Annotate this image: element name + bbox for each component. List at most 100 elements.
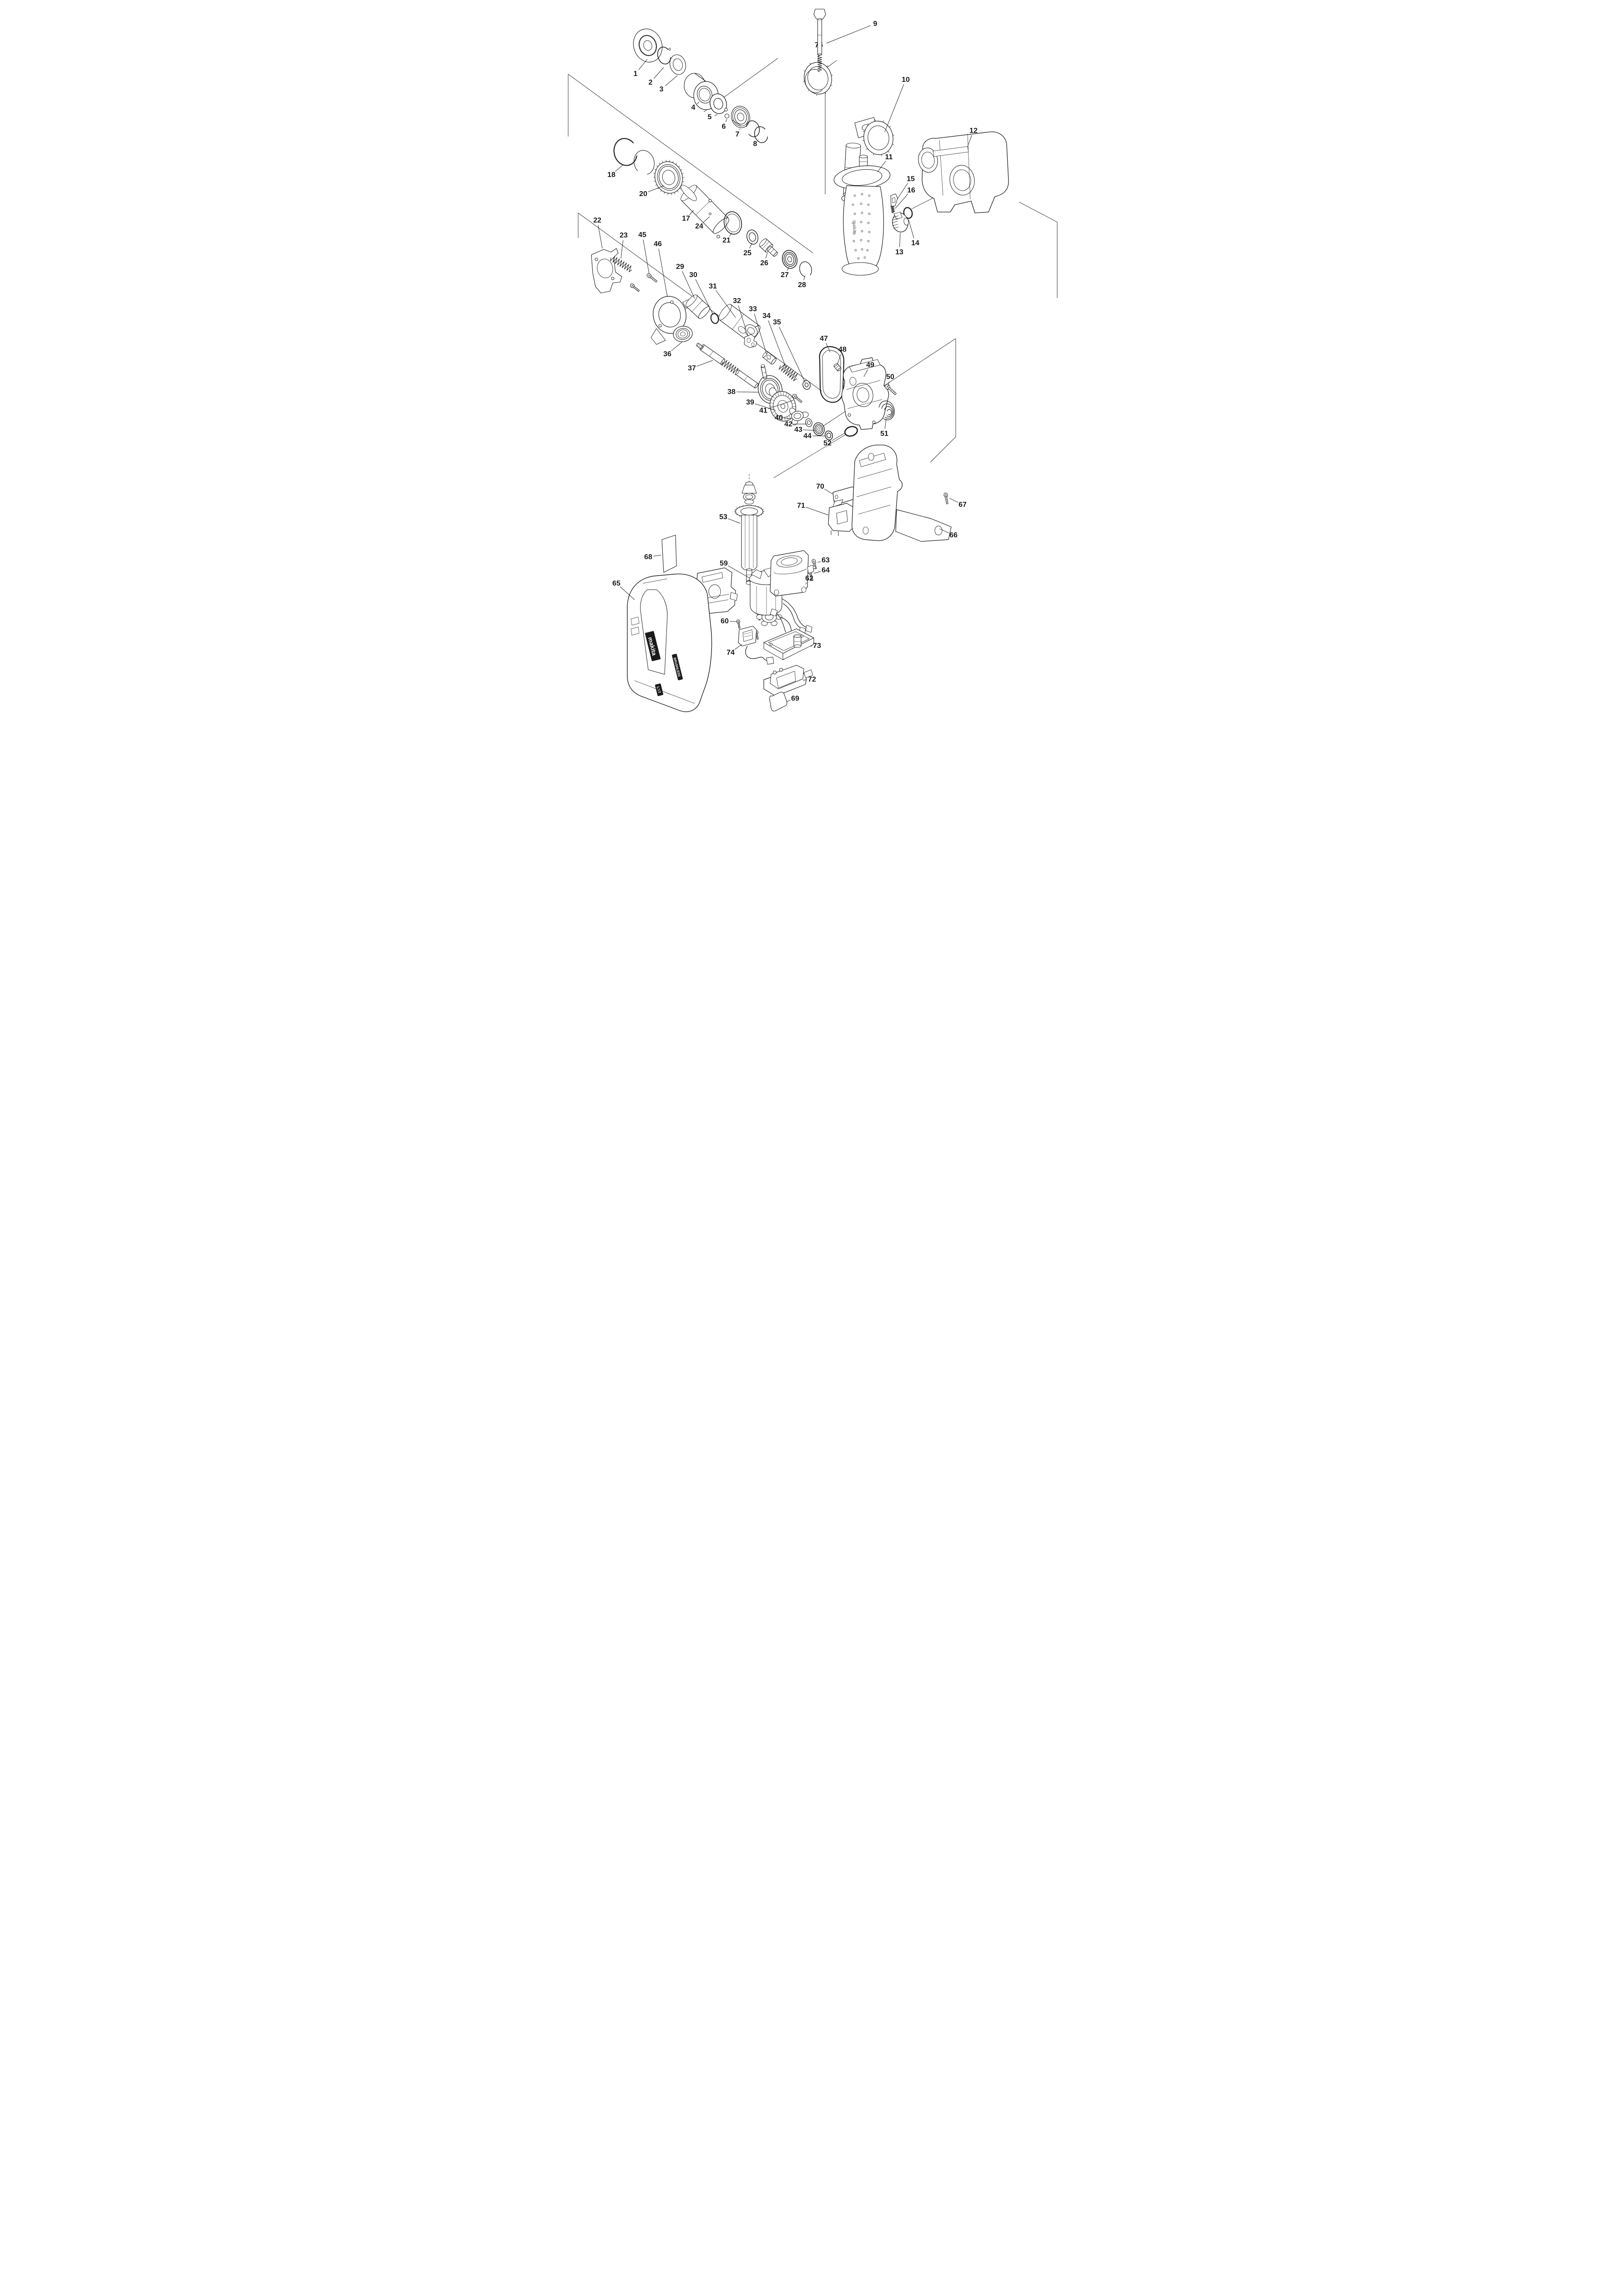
leader-line-41 xyxy=(768,400,793,409)
part-number-label-17: 17 xyxy=(682,215,690,222)
part-37: 37 xyxy=(688,343,759,389)
part-28: 28 xyxy=(798,261,812,289)
leader-line-23 xyxy=(620,240,624,259)
part-7: 7 xyxy=(731,106,750,138)
leader-line-9 xyxy=(826,25,871,44)
part-number-label-53: 53 xyxy=(719,513,727,521)
part-number-label-26: 26 xyxy=(760,259,768,267)
leader-line-17 xyxy=(689,210,694,215)
part-number-label-5: 5 xyxy=(708,113,712,121)
part-74: 74 xyxy=(726,626,774,665)
leader-line-28 xyxy=(803,275,806,280)
leader-line-22 xyxy=(598,225,603,249)
part-43: 43 xyxy=(794,422,825,436)
part-number-label-28: 28 xyxy=(798,281,806,289)
leader-line-74 xyxy=(734,644,742,650)
leader-line-2 xyxy=(653,67,664,79)
part-50: 50 xyxy=(885,373,897,395)
part-9: 9 xyxy=(813,9,878,72)
part-3: 3 xyxy=(660,54,686,93)
part-number-label-42: 42 xyxy=(784,420,792,428)
leader-line-34 xyxy=(768,320,786,367)
part-42: 42 xyxy=(784,418,812,428)
part-number-label-11: 11 xyxy=(885,153,893,161)
part-number-label-72: 72 xyxy=(808,676,816,683)
leader-line-64 xyxy=(813,571,821,574)
leader-line-29 xyxy=(682,271,695,299)
part-18: 18 xyxy=(607,138,655,179)
part-number-label-60: 60 xyxy=(721,617,729,625)
part-number-label-15: 15 xyxy=(907,175,915,183)
part-31: 31 xyxy=(709,283,761,342)
part-number-label-7: 7 xyxy=(736,131,740,138)
part-number-label-31: 31 xyxy=(709,283,717,290)
leader-line-47 xyxy=(826,343,831,353)
part-67: 67 xyxy=(943,492,967,509)
part-number-label-52: 52 xyxy=(823,440,832,447)
phantom-line xyxy=(930,436,956,463)
part-number-label-30: 30 xyxy=(689,271,697,279)
leader-line-70 xyxy=(824,489,833,495)
part-number-label-23: 23 xyxy=(620,232,628,239)
leader-line-36 xyxy=(671,342,682,351)
leader-line-3 xyxy=(665,75,678,86)
leader-line-51 xyxy=(884,418,887,429)
leader-line-24 xyxy=(702,216,710,223)
part-number-label-2: 2 xyxy=(649,79,653,86)
part-number-label-3: 3 xyxy=(660,86,664,93)
part-number-label-62: 62 xyxy=(805,575,813,582)
part-40: 40 xyxy=(775,408,809,425)
part-number-label-32: 32 xyxy=(733,297,741,305)
part-22: 22 xyxy=(591,217,622,293)
part-49: 49 xyxy=(841,357,889,430)
leader-line-25 xyxy=(749,243,752,249)
part-number-label-71: 71 xyxy=(797,502,805,510)
part-2: 2 xyxy=(649,46,671,86)
leader-line-60 xyxy=(729,621,737,622)
leader-line-31 xyxy=(716,290,736,318)
part-25: 25 xyxy=(743,229,759,257)
part-5: 5 xyxy=(708,93,727,121)
leader-line-11 xyxy=(877,161,886,172)
part-26: 26 xyxy=(759,238,778,267)
leader-line-10 xyxy=(884,84,904,132)
leader-line-27 xyxy=(787,267,789,271)
leader-line-26 xyxy=(765,253,768,258)
part-21: 21 xyxy=(722,211,742,244)
part-35: 35 xyxy=(773,318,811,390)
part-number-label-35: 35 xyxy=(773,318,781,326)
leader-line-15 xyxy=(897,182,908,200)
part-number-label-59: 59 xyxy=(720,560,728,567)
part-44: 44 xyxy=(803,430,833,440)
part-number-label-51: 51 xyxy=(880,430,888,438)
leader-line-62 xyxy=(805,582,807,585)
leader-line-50 xyxy=(888,381,890,387)
part-number-label-70: 70 xyxy=(816,483,824,490)
part-number-label-22: 22 xyxy=(593,217,601,224)
part-23: 23 xyxy=(610,232,632,273)
part-number-label-4: 4 xyxy=(691,104,696,111)
leader-line-45 xyxy=(643,239,650,274)
part-6: 6 xyxy=(722,108,730,131)
part-number-label-18: 18 xyxy=(607,171,615,179)
part-60: 60 xyxy=(721,617,741,629)
leader-line-30 xyxy=(695,279,714,315)
part-number-label-8: 8 xyxy=(753,140,757,148)
part-number-label-16: 16 xyxy=(907,187,915,194)
part-number-label-12: 12 xyxy=(969,127,978,135)
leader-line-66 xyxy=(939,528,949,533)
leader-line-14 xyxy=(908,219,914,238)
part-12: 12 xyxy=(918,127,1009,213)
part-number-label-68: 68 xyxy=(644,553,652,561)
part-62: 62 xyxy=(770,550,814,597)
part-number-label-63: 63 xyxy=(822,556,830,564)
part-46: 46 xyxy=(651,240,693,345)
part-number-label-21: 21 xyxy=(722,237,731,244)
part-72: 72 xyxy=(763,665,816,697)
part-48: 48 xyxy=(833,346,847,371)
part-number-label-38: 38 xyxy=(727,388,736,396)
leader-line-20 xyxy=(648,185,665,192)
part-number-label-43: 43 xyxy=(794,426,802,434)
part-32: 32 xyxy=(733,297,757,348)
